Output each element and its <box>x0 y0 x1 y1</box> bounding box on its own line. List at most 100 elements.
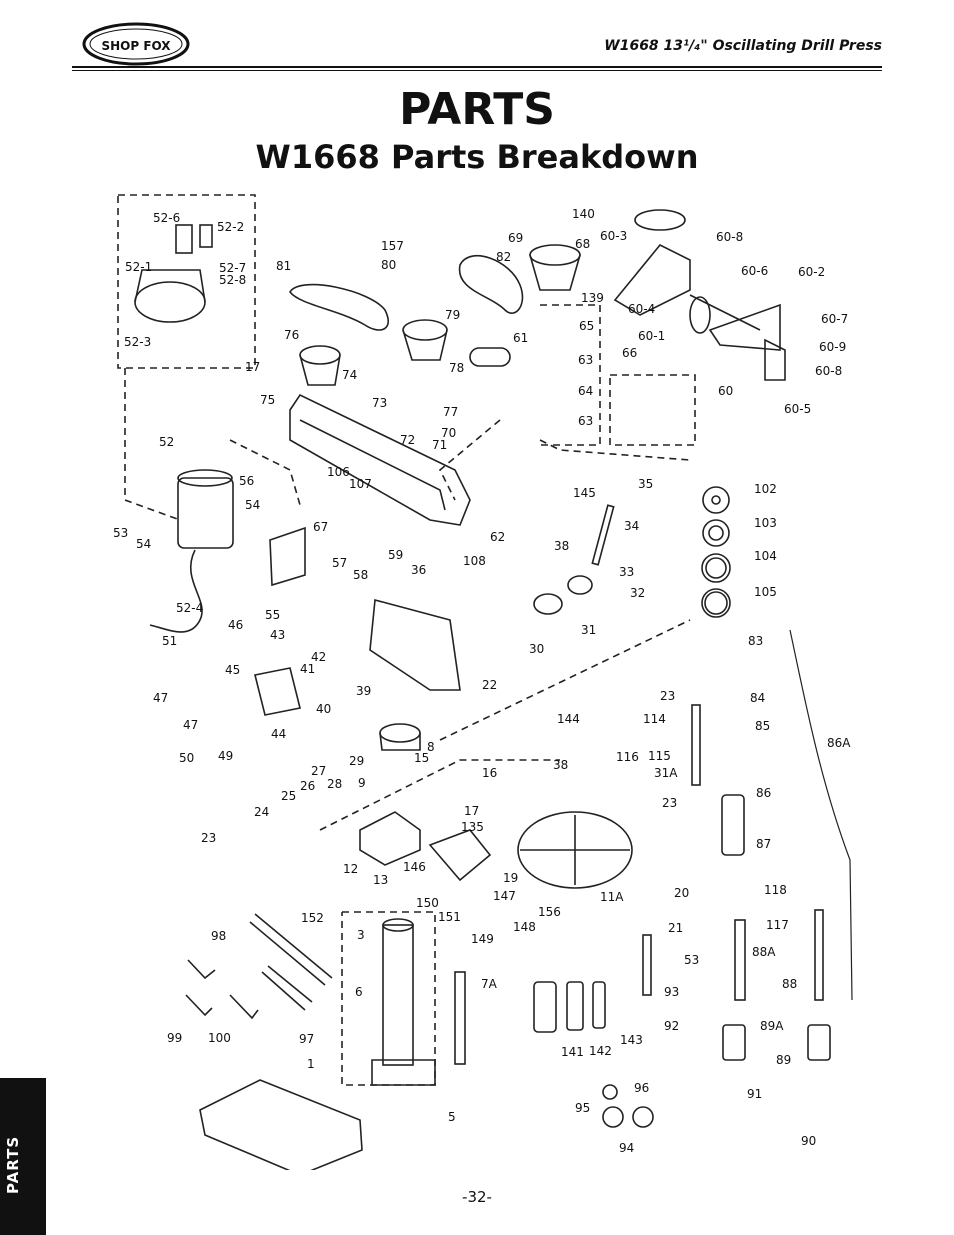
part-label: 95 <box>575 1101 590 1115</box>
part-label: 38 <box>553 758 568 772</box>
part-label: 35 <box>638 477 653 491</box>
part-label: 52-3 <box>124 335 151 349</box>
part-label: 23 <box>660 689 675 703</box>
part-label: 115 <box>648 749 671 763</box>
part-label: 12 <box>343 862 358 876</box>
part-label: 117 <box>766 918 789 932</box>
part-label: 89 <box>776 1053 791 1067</box>
part-label: 52-1 <box>125 260 152 274</box>
part-label: 60-5 <box>784 402 811 416</box>
part-label: 54 <box>245 498 260 512</box>
part-label: 56 <box>239 474 254 488</box>
part-label: 102 <box>754 482 777 496</box>
part-label: 44 <box>271 727 286 741</box>
part-label: 5 <box>448 1110 456 1124</box>
part-label: 152 <box>301 911 324 925</box>
part-label: 141 <box>561 1045 584 1059</box>
part-label: 52-8 <box>219 273 246 287</box>
part-label: 58 <box>353 568 368 582</box>
exploded-parts-diagram: 140 68 69 60-3 60-8 157 82 80 52-6 52-2 … <box>113 194 853 1170</box>
part-label: 43 <box>270 628 285 642</box>
part-label: 17 <box>464 804 479 818</box>
part-label: 9 <box>358 776 366 790</box>
part-label: 32 <box>630 586 645 600</box>
part-label: 60-4 <box>628 302 655 316</box>
part-label: 156 <box>538 905 561 919</box>
part-label: 116 <box>616 750 639 764</box>
header-rule-thin <box>72 70 882 71</box>
part-label: 34 <box>624 519 639 533</box>
part-label: 60-8 <box>815 364 842 378</box>
part-label: 157 <box>381 239 404 253</box>
part-label: 86 <box>756 786 771 800</box>
part-label: 46 <box>228 618 243 632</box>
part-label: 28 <box>327 777 342 791</box>
part-label: 63 <box>578 414 593 428</box>
part-label: 86A <box>827 736 851 750</box>
part-label: 69 <box>508 231 523 245</box>
part-label: 15 <box>414 751 429 765</box>
part-label: 60-7 <box>821 312 848 326</box>
part-label: 85 <box>755 719 770 733</box>
part-label: 60-2 <box>798 265 825 279</box>
part-label: 90 <box>801 1134 816 1148</box>
part-label: 7A <box>481 977 498 991</box>
part-label: 106 <box>327 465 350 479</box>
part-label: 45 <box>225 663 240 677</box>
part-label: 71 <box>432 438 447 452</box>
part-label: 31A <box>654 766 678 780</box>
part-label: 52 <box>159 435 174 449</box>
part-label: 79 <box>445 308 460 322</box>
part-label: 105 <box>754 585 777 599</box>
part-label: 139 <box>581 291 604 305</box>
part-label: 77 <box>443 405 458 419</box>
part-label: 80 <box>381 258 396 272</box>
part-label: 52-2 <box>217 220 244 234</box>
part-label: 96 <box>634 1081 649 1095</box>
part-label: 83 <box>748 634 763 648</box>
part-label: 72 <box>400 433 415 447</box>
part-label: 81 <box>276 259 291 273</box>
part-label: 142 <box>589 1044 612 1058</box>
section-heading: PARTS <box>399 84 555 135</box>
part-label: 16 <box>482 766 497 780</box>
part-label: 6 <box>355 985 363 999</box>
part-label: 1 <box>307 1057 315 1071</box>
part-label: 140 <box>572 207 595 221</box>
part-label: 38 <box>554 539 569 553</box>
part-label: 143 <box>620 1033 643 1047</box>
part-label: 42 <box>311 650 326 664</box>
part-label: 118 <box>764 883 787 897</box>
part-label: 41 <box>300 662 315 676</box>
part-label: 55 <box>265 608 280 622</box>
part-label: 149 <box>471 932 494 946</box>
part-label: 67 <box>313 520 328 534</box>
part-label: 64 <box>578 384 593 398</box>
part-label: 63 <box>578 353 593 367</box>
part-label: 146 <box>403 860 426 874</box>
part-label: 104 <box>754 549 777 563</box>
part-label: 52-4 <box>176 601 203 615</box>
part-label: 24 <box>254 805 269 819</box>
part-label: 60-1 <box>638 329 665 343</box>
part-label: 78 <box>449 361 464 375</box>
part-label: 97 <box>299 1032 314 1046</box>
part-label: 92 <box>664 1019 679 1033</box>
part-label: 61 <box>513 331 528 345</box>
part-label: 144 <box>557 712 580 726</box>
part-label: 107 <box>349 477 372 491</box>
part-label: 19 <box>503 871 518 885</box>
part-label: 49 <box>218 749 233 763</box>
part-label: 29 <box>349 754 364 768</box>
part-label: 60-3 <box>600 229 627 243</box>
part-label: 53 <box>684 953 699 967</box>
part-label: 148 <box>513 920 536 934</box>
part-label: 114 <box>643 712 666 726</box>
document-title: W1668 13¹/₄" Oscillating Drill Press <box>604 38 882 54</box>
part-label: 89A <box>760 1019 784 1033</box>
part-label: 59 <box>388 548 403 562</box>
part-label: 60 <box>718 384 733 398</box>
part-label: 150 <box>416 896 439 910</box>
header-rule <box>72 66 882 68</box>
part-label: 75 <box>260 393 275 407</box>
